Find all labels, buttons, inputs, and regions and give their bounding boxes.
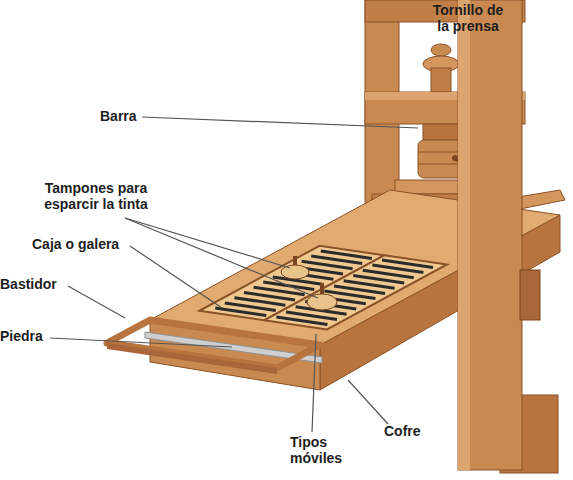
leader-line xyxy=(50,338,232,347)
part-label: Cofre xyxy=(384,424,421,440)
screw-nut xyxy=(423,124,459,140)
screw-shaft xyxy=(431,68,451,92)
type-slot xyxy=(321,251,372,259)
part-label: Tornillo de la prensa xyxy=(426,3,510,34)
screw-knob xyxy=(431,44,451,56)
type-galley xyxy=(200,246,448,330)
screw-thread xyxy=(418,164,464,165)
screw-thread xyxy=(418,152,464,153)
type-slot xyxy=(382,260,433,268)
press-right-post xyxy=(458,0,522,470)
part-label: Barra xyxy=(100,109,137,125)
ink-ball xyxy=(307,294,337,310)
part-label: Bastidor xyxy=(0,277,57,293)
part-label: Piedra xyxy=(0,329,43,345)
tympan-edge xyxy=(107,343,277,374)
leader-line xyxy=(312,334,316,432)
press-right-post-light xyxy=(458,0,470,470)
type-slots xyxy=(215,251,433,325)
leader-line xyxy=(125,218,290,268)
part-label: Tipos móviles xyxy=(290,435,350,466)
leader-line xyxy=(125,218,318,298)
part-label: Tampones para esparcir la tinta xyxy=(26,181,166,212)
leader-line xyxy=(348,380,388,424)
part-label: Caja o galera xyxy=(32,237,119,253)
leader-line xyxy=(68,286,125,318)
post-wedge xyxy=(520,270,540,320)
leader-line xyxy=(142,117,418,128)
leader-line xyxy=(130,246,222,308)
